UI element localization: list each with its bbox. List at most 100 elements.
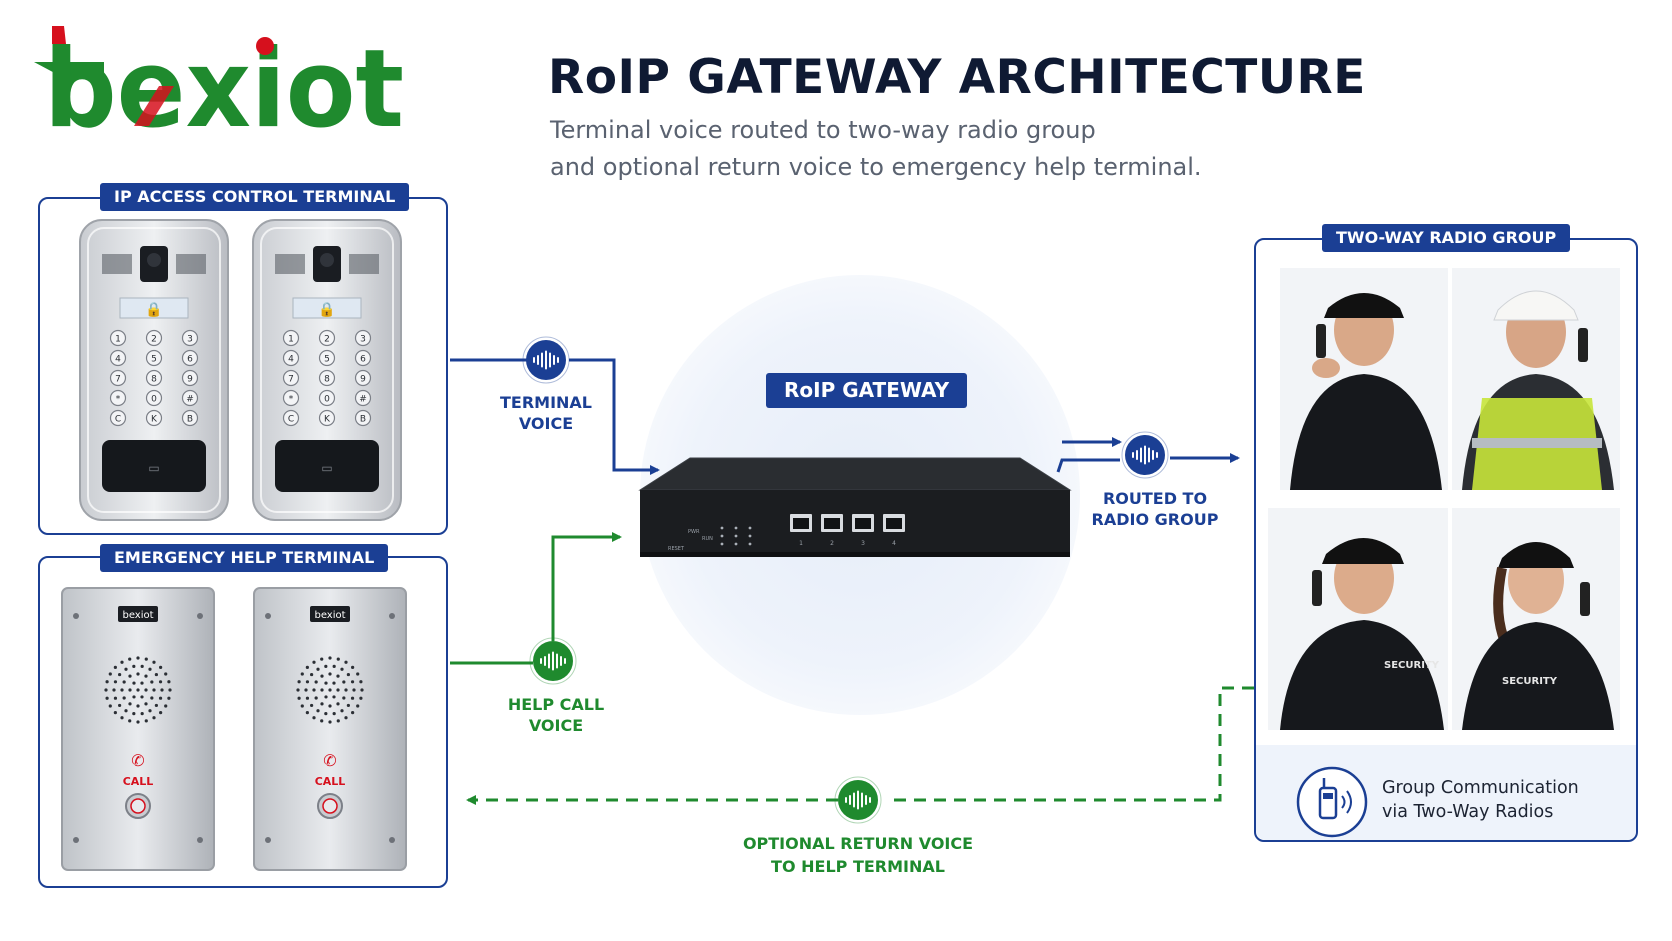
emergency-terminal-1: bexiot ✆ CALL [61, 587, 215, 871]
keypad-key [109, 329, 127, 347]
keypad-key [354, 329, 372, 347]
gateway-small-label-run: RUN [702, 536, 713, 542]
keypad-key [354, 409, 372, 427]
help-call-line-2: VOICE [528, 716, 584, 735]
keypad-key [354, 369, 372, 387]
ethernet-port-label: 4 [892, 540, 896, 547]
keypad-key [318, 369, 336, 387]
security-badge: SECURITY [1502, 676, 1558, 687]
speaker-grille [296, 656, 364, 724]
keypad-key-label: 0 [151, 395, 157, 405]
keypad-key-label: 2 [151, 335, 157, 345]
ethernet-port-label: 3 [861, 540, 865, 547]
help-call-label: HELP CALL VOICE [496, 694, 616, 736]
keypad-key-label: 6 [360, 355, 366, 365]
gateway-label: RoIP GATEWAY [766, 373, 968, 408]
voice-wave-icon [529, 637, 577, 685]
radio-caption: Group Communication via Two-Way Radios [1382, 776, 1579, 824]
help-call-flow [450, 532, 622, 665]
subtitle-line-2: and optional return voice to emergency h… [550, 153, 1202, 181]
keypad-key-label: * [289, 395, 294, 405]
svg-text:▭: ▭ [321, 461, 332, 475]
emergency-label: EMERGENCY HELP TERMINAL [100, 544, 389, 572]
keypad-key-label: * [116, 395, 121, 405]
terminal-voice-line-2: VOICE [518, 414, 574, 433]
keypad-key [354, 349, 372, 367]
keypad-key-label: 0 [324, 395, 330, 405]
svg-text:bexiot: bexiot [44, 27, 404, 152]
radio-group-label: TWO-WAY RADIO GROUP [1322, 224, 1571, 252]
keypad-key [282, 349, 300, 367]
page-title: RoIP GATEWAY ARCHITECTURE [548, 50, 1366, 105]
gateway-ports: 1 2 3 4 [790, 514, 905, 547]
keypad-key [282, 389, 300, 407]
return-voice-line-1: OPTIONAL RETURN VOICE [742, 834, 974, 853]
keypad-key-label: K [151, 415, 158, 425]
routed-flow [1056, 437, 1240, 473]
ethernet-port-label: 1 [799, 540, 803, 547]
keypad-key [145, 409, 163, 427]
keypad-key-label: C [115, 415, 121, 425]
keypad-key-label: 1 [115, 335, 121, 345]
keypad-key-label: B [187, 415, 193, 425]
ethernet-port-label: 2 [830, 540, 834, 547]
security-badge: SECURITY [1384, 660, 1440, 671]
keypad-key [181, 409, 199, 427]
bexiot-logo: bexiot [34, 26, 404, 152]
keypad-key [181, 329, 199, 347]
subtitle-line-1: Terminal voice routed to two-way radio g… [550, 116, 1096, 144]
lock-icon: 🔒 [145, 302, 162, 318]
help-call-line-1: HELP CALL [507, 695, 605, 714]
routed-line-1: ROUTED TO [1102, 489, 1208, 508]
keypad-key-label: 3 [187, 335, 193, 345]
radio-caption-line-2: via Two-Way Radios [1382, 802, 1554, 822]
terminal-voice-label: TERMINAL VOICE [496, 392, 596, 434]
keypad-key [318, 389, 336, 407]
keypad-key-label: C [288, 415, 294, 425]
keypad-key-label: 4 [115, 355, 121, 365]
keypad-key [354, 389, 372, 407]
keypad-key-label: 8 [151, 375, 157, 385]
emergency-terminal-2: bexiot ✆ CALL [253, 587, 407, 871]
radio-caption-line-1: Group Communication [1382, 778, 1579, 798]
keypad-key [145, 389, 163, 407]
keypad-key [181, 389, 199, 407]
keypad-key [282, 409, 300, 427]
radio-icon [1296, 766, 1368, 838]
lock-icon: 🔒 [318, 302, 335, 318]
keypad-key-label: 8 [324, 375, 330, 385]
svg-text:▭: ▭ [148, 461, 159, 475]
keypad-key-label: 7 [115, 375, 121, 385]
keypad-key [109, 369, 127, 387]
keypad-key-label: 7 [288, 375, 294, 385]
keypad-key-label: 6 [187, 355, 193, 365]
keypad-key [109, 409, 127, 427]
call-label: CALL [123, 775, 154, 788]
gateway-small-label-reset: RESET [668, 546, 685, 552]
keypad-key-label: 9 [360, 375, 366, 385]
keypad-key-label: 1 [288, 335, 294, 345]
gateway-leds [720, 526, 752, 546]
speaker-grille [104, 656, 172, 724]
keypad-key-label: 3 [360, 335, 366, 345]
radio-person-3: SECURITY [1268, 508, 1448, 730]
radio-person-2 [1452, 268, 1620, 490]
page-subtitle: Terminal voice routed to two-way radio g… [550, 112, 1202, 186]
return-voice-label: OPTIONAL RETURN VOICE TO HELP TERMINAL [728, 832, 988, 878]
keypad-key [145, 369, 163, 387]
device-brand: bexiot [314, 610, 345, 621]
keypad-key-label: # [359, 395, 367, 405]
keypad-key-label: 4 [288, 355, 294, 365]
keypad-key [181, 349, 199, 367]
keypad-key-label: 5 [324, 355, 330, 365]
return-voice-line-2: TO HELP TERMINAL [771, 857, 945, 876]
routed-label: ROUTED TO RADIO GROUP [1090, 488, 1220, 530]
keypad-key [145, 349, 163, 367]
